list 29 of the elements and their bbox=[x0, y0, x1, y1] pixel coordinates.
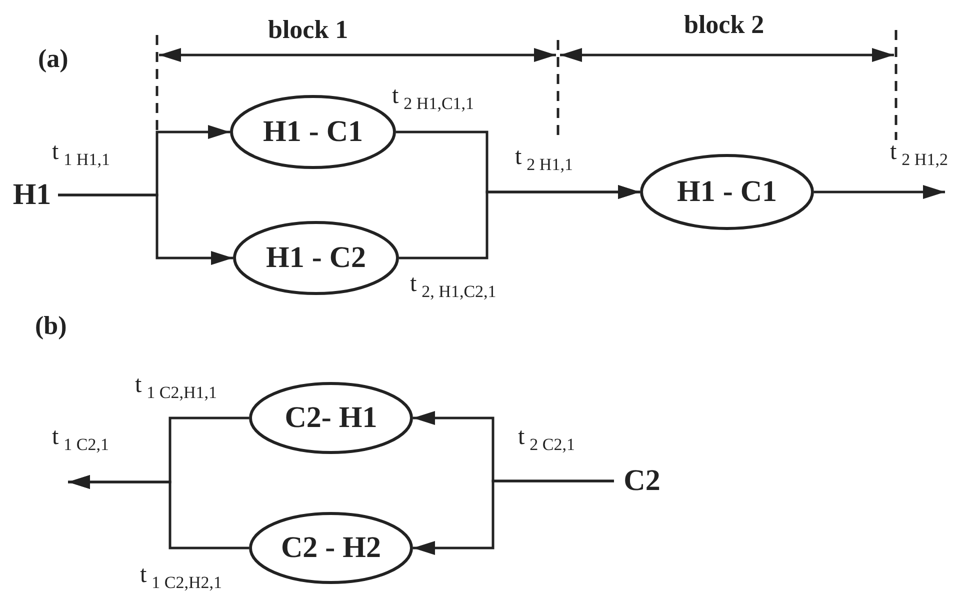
time-label: t$_{1 C2,H1,1}$ bbox=[135, 373, 218, 401]
arrow bbox=[814, 185, 945, 199]
time-label: t$_{2 H1,2}$ bbox=[890, 140, 948, 168]
block-label: block 1 bbox=[268, 17, 348, 43]
arrow bbox=[68, 475, 249, 550]
time-label: t$_{2, H1,C2,1}$ bbox=[410, 272, 496, 300]
arrow bbox=[58, 194, 233, 265]
process-ellipse bbox=[640, 154, 814, 230]
process-ellipse bbox=[249, 512, 413, 584]
time-label: t$_{1 H1,1}$ bbox=[52, 140, 110, 168]
time-label: t$_{1 C2,1}$ bbox=[52, 425, 110, 453]
block-label: block 2 bbox=[684, 12, 764, 38]
time-label: t$_{2 H1,1}$ bbox=[515, 145, 573, 173]
arrow bbox=[413, 480, 614, 555]
node-label: C2 - H2 bbox=[281, 531, 381, 565]
time-label: t$_{1 C2,H2,1}$ bbox=[140, 563, 222, 591]
node-label: H1 - C1 bbox=[677, 175, 777, 209]
process-ellipse bbox=[249, 382, 413, 454]
process-ellipse bbox=[233, 221, 399, 295]
time-label: t$_{2 C2,1}$ bbox=[518, 425, 576, 453]
panel-label: (a) bbox=[38, 46, 68, 72]
node-label: H1 - C2 bbox=[266, 241, 366, 275]
node-label: C2- H1 bbox=[284, 401, 378, 435]
node-label: H1 - C1 bbox=[263, 115, 363, 149]
time-label: t$_{2 H1,C1,1}$ bbox=[392, 84, 474, 112]
input-label: H1 bbox=[12, 178, 52, 212]
panel-label: (b) bbox=[35, 313, 67, 339]
input-label: C2 bbox=[624, 464, 660, 498]
arrow bbox=[399, 185, 640, 260]
